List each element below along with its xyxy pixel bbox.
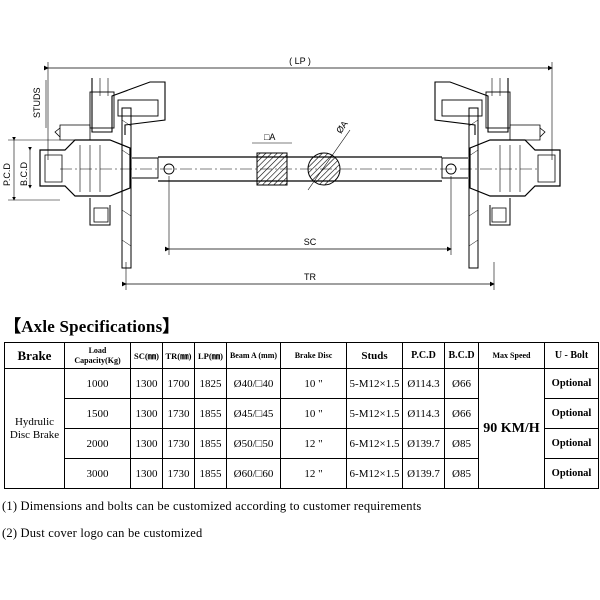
square-beam-label: □A: [264, 132, 275, 142]
cell-bcd: Ø66: [444, 368, 479, 399]
header-speed: Max Speed: [478, 342, 545, 369]
header-sc: SC(㎜): [130, 342, 163, 369]
left-hub-assembly: [39, 78, 166, 269]
table-row: Hydrulic Disc Brake 1000 1300 1700 1825 …: [4, 368, 599, 489]
cell-sc: 1300: [130, 428, 163, 459]
tr-label: TR: [304, 272, 316, 282]
cell-tr: 1730: [162, 428, 195, 459]
cell-sc: 1300: [130, 398, 163, 429]
cell-sc: 1300: [130, 368, 163, 399]
cell-load: 2000: [64, 428, 131, 459]
cell-tr: 1700: [162, 368, 195, 399]
cell-bcd: Ø85: [444, 428, 479, 459]
cell-disc: 10 ": [280, 368, 347, 399]
header-ubolt: U - Bolt: [544, 342, 599, 369]
header-load: Load Capacity(Kg): [64, 342, 131, 369]
bcd-label: B.C.D: [19, 161, 29, 186]
header-load-line2: Capacity(Kg): [74, 355, 121, 365]
table-row: 1500 1300 1730 1855 Ø45/□45 10 " 5-M12×1…: [5, 398, 599, 429]
pcd-label: P.C.D: [2, 163, 12, 186]
cell-load: 3000: [64, 458, 131, 489]
studs-label: STUDS: [32, 87, 42, 118]
table-header-row: Brake Load Capacity(Kg) SC(㎜) TR(㎜) LP(㎜…: [4, 342, 599, 369]
cell-bcd: Ø85: [444, 458, 479, 489]
header-disc: Brake Disc: [280, 342, 347, 369]
cell-load: 1500: [64, 398, 131, 429]
right-hub-assembly: [434, 78, 561, 269]
cell-studs: 6-M12×1.5: [346, 428, 403, 459]
brake-type-line2: Disc Brake: [9, 428, 60, 441]
cell-beam: Ø60/□60: [226, 458, 281, 489]
cell-beam: Ø50/□50: [226, 428, 281, 459]
header-brake: Brake: [4, 342, 65, 369]
axle-spec-table: Brake Load Capacity(Kg) SC(㎜) TR(㎜) LP(㎜…: [4, 342, 599, 489]
cell-load: 1000: [64, 368, 131, 399]
cell-ubolt: Optional: [544, 458, 599, 489]
header-tr: TR(㎜): [162, 342, 195, 369]
section-heading: 【Axle Specifications】: [4, 317, 180, 336]
cell-pcd: Ø114.3: [402, 398, 445, 429]
cell-lp: 1825: [194, 368, 227, 399]
cell-ubolt: Optional: [544, 398, 599, 429]
cell-disc: 10 ": [280, 398, 347, 429]
cell-pcd: Ø139.7: [402, 458, 445, 489]
round-beam-section: [307, 152, 341, 186]
cell-studs: 6-M12×1.5: [346, 458, 403, 489]
cell-pcd: Ø114.3: [402, 368, 445, 399]
square-beam-section: [256, 152, 288, 186]
cell-studs: 5-M12×1.5: [346, 368, 403, 399]
header-studs: Studs: [346, 342, 403, 369]
table-row: 2000 1300 1730 1855 Ø50/□50 12 " 6-M12×1…: [5, 428, 599, 459]
axle-beam: [60, 156, 540, 182]
cell-ubolt: Optional: [544, 368, 599, 399]
brake-type-cell: Hydrulic Disc Brake: [4, 368, 65, 489]
header-lp: LP(㎜): [194, 342, 227, 369]
sc-label: SC: [304, 237, 317, 247]
cell-bcd: Ø66: [444, 398, 479, 429]
cell-ubolt: Optional: [544, 428, 599, 459]
brake-type-line1: Hydrulic: [14, 415, 55, 428]
cell-pcd: Ø139.7: [402, 428, 445, 459]
cell-sc: 1300: [130, 458, 163, 489]
cell-tr: 1730: [162, 458, 195, 489]
cell-tr: 1730: [162, 398, 195, 429]
cell-lp: 1855: [194, 398, 227, 429]
header-load-line1: Load: [88, 345, 107, 355]
header-pcd: P.C.D: [402, 342, 445, 369]
cell-disc: 12 ": [280, 428, 347, 459]
lp-label: ( LP ): [289, 56, 311, 66]
note-customization: (1) Dimensions and bolts can be customiz…: [2, 499, 422, 513]
axle-technical-drawing: ( LP ) SC TR □A ØA STUDS P.C.D B.C.D: [2, 56, 561, 290]
max-speed-cell: 90 KM/H: [478, 368, 545, 489]
header-beam: Beam A (mm): [226, 342, 281, 369]
cell-studs: 5-M12×1.5: [346, 398, 403, 429]
cell-lp: 1855: [194, 428, 227, 459]
table-row: 3000 1300 1730 1855 Ø60/□60 12 " 6-M12×1…: [5, 458, 599, 489]
header-bcd: B.C.D: [444, 342, 479, 369]
cell-disc: 12 ": [280, 458, 347, 489]
cell-lp: 1855: [194, 458, 227, 489]
cell-beam: Ø45/□45: [226, 398, 281, 429]
cell-beam: Ø40/□40: [226, 368, 281, 399]
note-dust-cover: (2) Dust cover logo can be customized: [2, 526, 203, 540]
round-beam-label: ØA: [334, 119, 350, 135]
